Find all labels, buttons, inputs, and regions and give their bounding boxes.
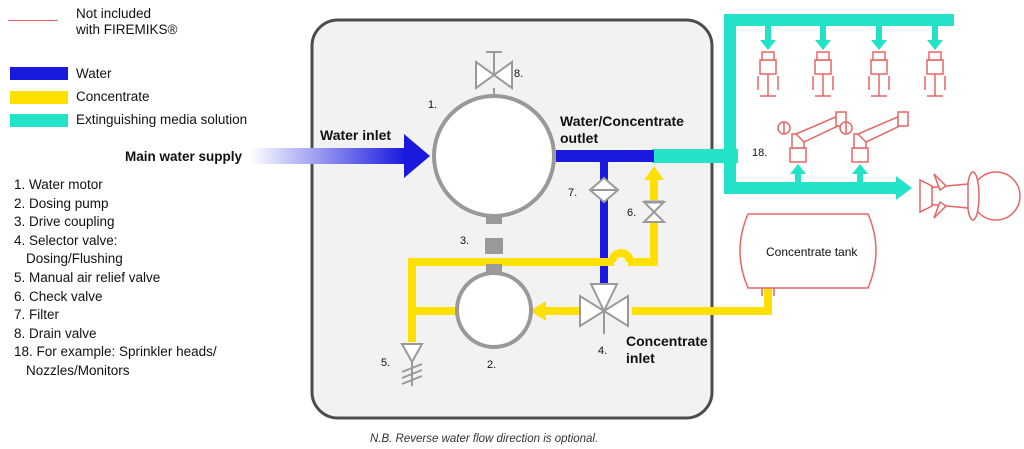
label-2: 2. [487,359,496,371]
water-outlet-pipe [556,150,654,162]
outlet-label-2: outlet [560,130,598,146]
label-7: 7. [568,187,577,199]
sprinkler-head-1 [757,51,779,97]
legend-not-included-label-1: Not included [76,6,152,21]
label-8: 8. [514,68,523,80]
main-water-supply-label: Main water supply [125,149,243,164]
parts-list-item: Nozzles/Monitors [26,362,130,378]
legend-not-included-label-2: with FIREMIKS® [76,22,178,37]
legend-water-swatch [10,67,68,80]
label-6: 6. [627,207,636,219]
label-4: 4. [598,345,607,357]
concentrate-inlet-label-1: Concentrate [626,333,708,349]
dosing-pump [455,271,533,349]
label-3: 3. [460,235,469,247]
parts-list: 1. Water motor 2. Dosing pump 3. Drive cou… [14,176,217,381]
concentrate-tank-label: Concentrate tank [766,245,858,259]
concentrate-tank [739,213,877,296]
legend-solution-swatch [10,114,68,127]
unit-components [400,51,667,386]
parts-list-item: 7. Filter [14,307,60,323]
parts-list-item: 5. Manual air relief valve [14,269,161,285]
solution-pipework [652,14,954,200]
parts-list-item: 8. Drain valve [14,325,97,341]
parts-list-item: Dosing/Flushing [26,251,123,267]
water-motor [432,94,556,218]
parts-list-item: 3. Drive coupling [14,214,115,230]
parts-list-item: 2. Dosing pump [14,195,109,211]
monitor-1 [777,111,847,163]
filter [588,176,620,204]
monitor-2 [839,111,909,163]
main-water-supply-pipe [250,148,405,164]
not-included-equipment [739,51,1021,296]
check-valve [641,200,667,223]
parts-list-item: 6. Check valve [14,288,103,304]
selector-valve [579,283,629,334]
water-inlet-arrow [404,134,430,178]
legend-concentrate-label: Concentrate [76,89,150,104]
legend-not-included-line [8,20,58,21]
parts-list-item: 4. Selector valve: [14,232,118,248]
manual-air-relief-valve [400,343,424,386]
drain-valve [475,51,513,96]
drive-coupling [485,238,503,254]
legend-solution-label: Extinguishing media solution [76,112,248,127]
diagram-labels: Main water supply Water inlet Water/Conc… [125,68,858,445]
sprinkler-head-2 [812,51,834,97]
parts-list-item: 18. For example: Sprinkler heads/ [14,344,217,360]
drive-coupling-top [486,214,502,224]
water-pipework [250,134,654,284]
parts-list-item: 1. Water motor [14,177,103,192]
label-5: 5. [381,357,390,369]
footnote: N.B. Reverse water flow direction is opt… [370,433,598,445]
foam-nozzle [919,171,1021,221]
sprinkler-head-4 [924,51,946,97]
outlet-label-1: Water/Concentrate [560,113,684,129]
label-1: 1. [428,99,437,111]
sprinkler-head-3 [868,51,890,97]
drive-coupling-bottom [486,264,502,274]
legend-water-label: Water [76,66,112,81]
water-inlet-label: Water inlet [320,127,391,143]
concentrate-inlet-label-2: inlet [626,350,655,366]
label-18: 18. [752,147,767,159]
legend-concentrate-swatch [10,91,68,104]
